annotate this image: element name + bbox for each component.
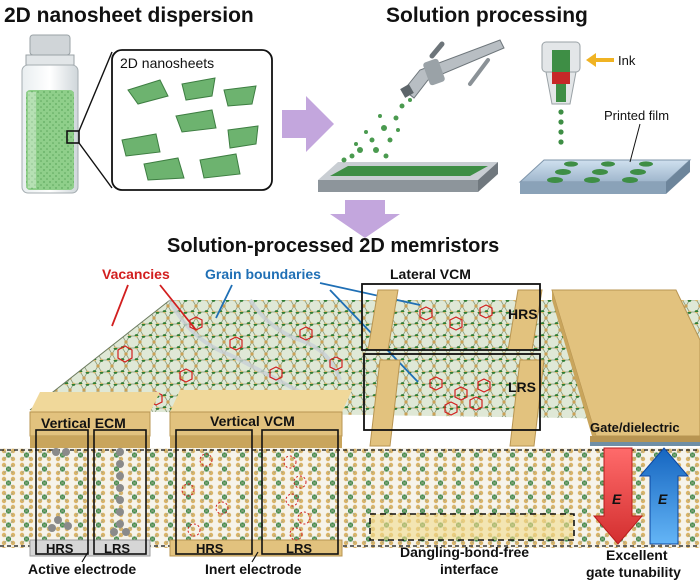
lateral-hrs-label: HRS — [508, 306, 538, 322]
ink-label: Ink — [618, 53, 636, 68]
processing-title: Solution processing — [386, 4, 588, 27]
vertical-vcm-device — [169, 390, 352, 557]
electric-field-arrows — [592, 447, 690, 545]
vertical-vcm-label: Vertical VCM — [210, 413, 295, 429]
dangling-bond-line2: interface — [440, 561, 499, 577]
nanosheets-callout — [111, 49, 273, 191]
dangling-bond-line1: Dangling-bond-free — [400, 544, 529, 560]
vcm-hrs-label: HRS — [196, 541, 224, 556]
vcm-lrs-label: LRS — [286, 541, 312, 556]
lateral-lrs-label: LRS — [508, 379, 536, 395]
vacancies-label: Vacancies — [102, 266, 170, 282]
lateral-vcm-device — [361, 283, 545, 447]
spray-coating-illustration — [318, 39, 505, 192]
excellent-line1: Excellent — [606, 547, 668, 563]
dispersion-title: 2D nanosheet dispersion — [4, 4, 254, 27]
active-electrode-pointer — [81, 551, 89, 563]
vial-illustration — [21, 34, 113, 194]
field-e-red: E — [612, 491, 622, 507]
active-electrode-label: Active electrode — [28, 561, 136, 577]
gate-dielectric-label: Gate/dielectric — [590, 420, 680, 435]
ecm-hrs-label: HRS — [46, 541, 74, 556]
inert-electrode-label: Inert electrode — [205, 561, 302, 577]
memristors-title: Solution-processed 2D memristors — [167, 235, 499, 257]
layered-cross-section — [0, 448, 700, 548]
printing-illustration — [518, 41, 692, 194]
excellent-line2: gate tunability — [586, 564, 681, 580]
process-arrow-down — [330, 200, 400, 238]
printed-film-label: Printed film — [604, 108, 669, 123]
gate-electrode — [551, 289, 700, 446]
nanosheets-label: 2D nanosheets — [120, 55, 214, 71]
field-e-blue: E — [658, 491, 668, 507]
dangling-bond-free-interface — [369, 513, 575, 541]
vertical-ecm-label: Vertical ECM — [41, 415, 126, 431]
process-arrow-right — [282, 96, 334, 152]
grain-boundaries-label: Grain boundaries — [205, 266, 321, 282]
inert-electrode-pointer — [251, 551, 259, 563]
vertical-ecm-device — [29, 392, 160, 557]
ecm-lrs-label: LRS — [104, 541, 130, 556]
lateral-vcm-label: Lateral VCM — [390, 266, 471, 282]
